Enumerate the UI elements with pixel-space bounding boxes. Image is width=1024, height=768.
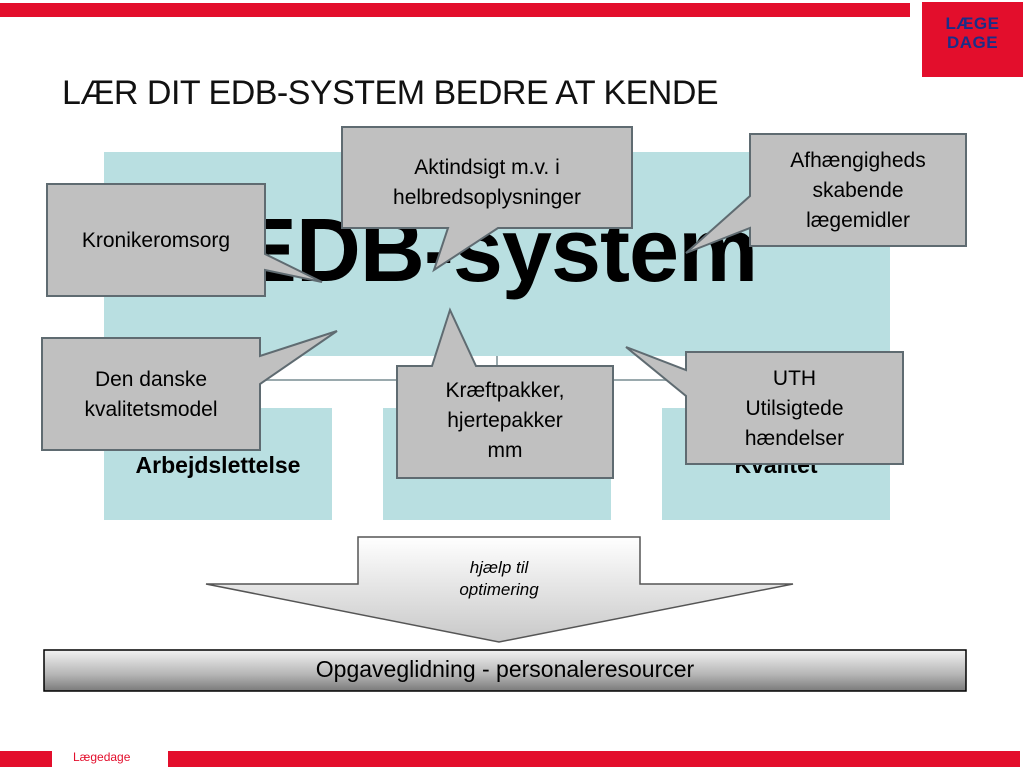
banner-box bbox=[43, 649, 967, 692]
callout-kraeftpakker bbox=[396, 307, 614, 479]
callout-text-line: Kræftpakker, bbox=[445, 379, 565, 402]
callout-kronikeromsorg-text: Kronikeromsorg bbox=[47, 226, 265, 256]
callout-text-line: Utilsigtede bbox=[745, 397, 844, 420]
callout-text-line: lægemidler bbox=[806, 209, 910, 232]
callout-text-line: Den danske bbox=[94, 368, 208, 391]
callout-text-line: hjertepakker bbox=[447, 409, 563, 432]
callout-afhaengighed-text: Afhængigheds skabende lægemidler bbox=[750, 146, 966, 236]
footer-label: Lægedage bbox=[73, 750, 131, 764]
arrow-text-line: hjælp til bbox=[469, 558, 529, 577]
callout-aktindsigt bbox=[341, 126, 633, 273]
laegedage-logo: LÆGE DAGE bbox=[922, 2, 1023, 77]
callout-text-line: kvalitetsmodel bbox=[84, 398, 218, 421]
callout-kvalitetsmodel bbox=[41, 330, 338, 451]
callout-text-line: skabende bbox=[812, 179, 904, 202]
callout-afhaengighed bbox=[685, 133, 967, 254]
callout-text-line: helbredsoplysninger bbox=[393, 186, 581, 209]
arrow-text: hjælp til optimering bbox=[400, 557, 598, 601]
callout-text-line: Afhængigheds bbox=[790, 149, 926, 172]
logo-line-2: DAGE bbox=[946, 33, 999, 52]
callout-text-line: Kronikeromsorg bbox=[81, 229, 231, 252]
callout-text-line: Aktindsigt m.v. i bbox=[414, 156, 560, 179]
banner-text: Opgaveglidning - personaleresourcer bbox=[315, 656, 695, 682]
slide-title: LÆR DIT EDB-SYSTEM BEDRE AT KENDE bbox=[62, 74, 719, 112]
callout-text-line: mm bbox=[487, 439, 523, 462]
logo-text: LÆGE DAGE bbox=[922, 14, 1023, 52]
callout-text-line: UTH bbox=[772, 367, 817, 390]
down-arrow bbox=[205, 536, 794, 643]
top-accent-bar bbox=[0, 3, 910, 17]
callout-kvalitetsmodel-text: Den danske kvalitetsmodel bbox=[42, 365, 260, 425]
callout-uth-text: UTH Utilsigtede hændelser bbox=[686, 364, 903, 454]
callout-uth bbox=[625, 346, 904, 465]
callout-kronikeromsorg bbox=[46, 183, 323, 297]
callout-aktindsigt-text: Aktindsigt m.v. i helbredsoplysninger bbox=[342, 153, 632, 213]
callout-text-line: hændelser bbox=[744, 427, 845, 450]
bottom-accent-bar-left bbox=[0, 751, 52, 767]
bottom-accent-bar-right bbox=[168, 751, 1020, 767]
arrow-text-line: optimering bbox=[459, 580, 539, 599]
logo-line-1: LÆGE bbox=[945, 14, 1000, 33]
lower-box-label: Arbejdslettelse bbox=[135, 452, 301, 478]
callout-kraeftpakker-text: Kræftpakker, hjertepakker mm bbox=[397, 376, 613, 466]
